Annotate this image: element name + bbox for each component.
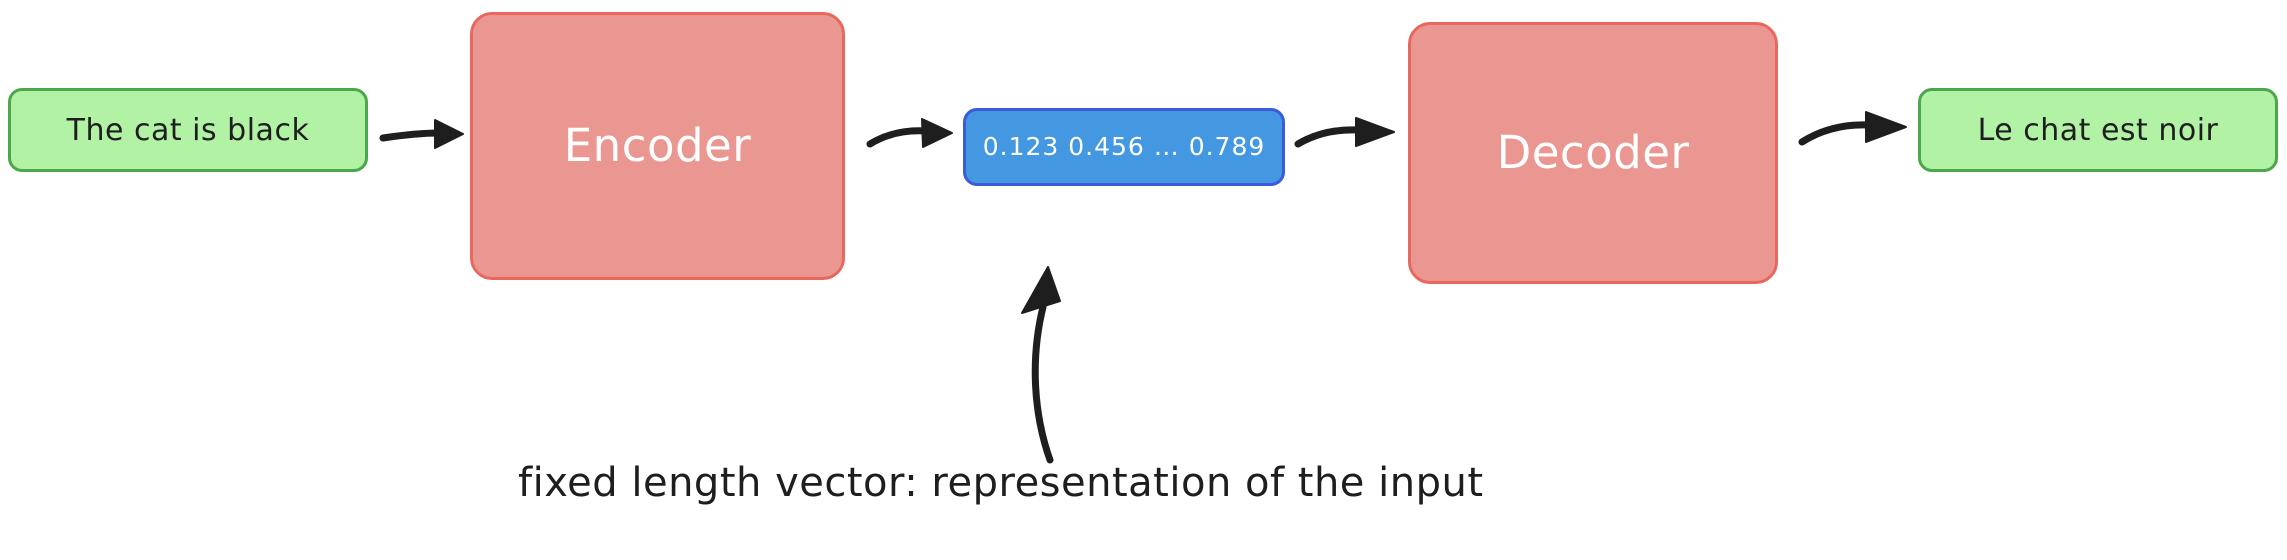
arrow-caption-to-vector bbox=[1021, 266, 1061, 464]
node-decoder-label: Decoder bbox=[1496, 126, 1690, 180]
node-context-vector-label: 0.123 0.456 … 0.789 bbox=[982, 132, 1266, 162]
fixed-length-vector-caption: fixed length vector: representation of t… bbox=[518, 460, 1484, 506]
node-encoder-label: Encoder bbox=[563, 119, 752, 173]
node-input-sentence-label: The cat is black bbox=[66, 112, 310, 148]
node-decoder[interactable]: Decoder bbox=[1408, 22, 1778, 284]
arrow-decoder-to-output bbox=[1798, 111, 1907, 146]
node-context-vector[interactable]: 0.123 0.456 … 0.789 bbox=[963, 108, 1285, 186]
arrow-vector-to-decoder bbox=[1294, 117, 1395, 148]
arrow-input-to-encoder bbox=[379, 119, 464, 149]
node-encoder[interactable]: Encoder bbox=[470, 12, 845, 280]
arrow-encoder-to-vector bbox=[866, 118, 953, 148]
node-input-sentence[interactable]: The cat is black bbox=[8, 88, 368, 172]
node-output-sentence[interactable]: Le chat est noir bbox=[1918, 88, 2278, 172]
node-output-sentence-label: Le chat est noir bbox=[1977, 112, 2219, 148]
